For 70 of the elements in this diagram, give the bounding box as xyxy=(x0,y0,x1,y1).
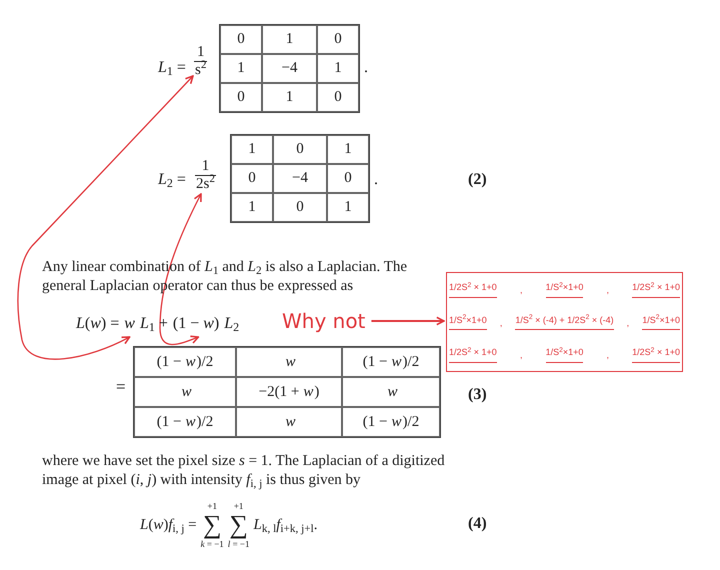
table-cell: (1 − w)/2 xyxy=(134,407,236,437)
period: . xyxy=(374,170,378,190)
equation-term: w xyxy=(124,312,135,336)
table-cell: 1 xyxy=(327,135,369,164)
table-cell: (1 − w)/2 xyxy=(134,347,236,377)
equation-text: L$_{2}$ xyxy=(224,314,240,336)
table-cell: 0 xyxy=(317,83,359,112)
table-cell: 1 xyxy=(220,54,262,83)
equation-number: (2) xyxy=(468,170,487,190)
table-cell: 1 xyxy=(231,135,273,164)
table-cell: 0 xyxy=(220,83,262,112)
handwritten-note: 1/S$^{2}$×1+0 xyxy=(449,314,487,330)
table-cell: (1 − w)/2 xyxy=(342,407,440,437)
summation-sign: ∑ xyxy=(202,512,222,538)
table-cell: 0 xyxy=(327,164,369,193)
table-cell: 0 xyxy=(317,25,359,54)
table-cell: w xyxy=(134,377,236,407)
handwritten-note: 1/S$^{2}$×1+0 xyxy=(642,314,680,330)
handwritten-note: 1/S$^{2}$ × (-4) + 1/2S$^{2}$ × (-4) xyxy=(515,314,614,330)
equation-text: L$_{k, l}$f$_{i+k, j+l}$. xyxy=(253,516,318,536)
handwritten-note: 1/2S$^{2}$ × 1+0 xyxy=(632,281,680,298)
equals-sign: = xyxy=(116,376,126,398)
table-cell: 1 xyxy=(262,83,317,112)
table-cell: 1 xyxy=(327,193,369,222)
annotation-box xyxy=(446,272,683,372)
fraction-numerator: 1 xyxy=(196,44,206,60)
equation-label: L$_{2}$ = xyxy=(158,170,186,192)
sum-limit: +1 xyxy=(207,500,217,512)
equation-label: L$_{1}$ = xyxy=(158,58,186,80)
sum-limit: l = −1 xyxy=(228,538,250,550)
table-cell: 1 xyxy=(262,25,317,54)
table-cell: −2(1 + w) xyxy=(236,377,342,407)
table-cell: −4 xyxy=(273,164,327,193)
table-cell: 0 xyxy=(220,25,262,54)
summation-sign: ∑ xyxy=(229,512,248,538)
comma: , xyxy=(606,284,610,298)
table-cell: 0 xyxy=(273,193,327,222)
double-arrow xyxy=(371,316,445,326)
table-cell: w xyxy=(236,347,342,377)
curved-arrow xyxy=(159,193,202,346)
equation-text: L(w)f$_{i, j}$ = xyxy=(140,516,197,536)
paragraph: where we have set the pixel size s = 1. The Laplacian of a digitized image at pixel (i, j) with intensity f$_{i, j}$ is thus given by xyxy=(42,452,446,490)
table-cell: 1 xyxy=(231,193,273,222)
equation-text: L(w) = xyxy=(76,314,120,334)
table-cell: 0 xyxy=(273,135,327,164)
sum-limit: k = −1 xyxy=(200,538,224,550)
handwritten-note: Why not xyxy=(282,306,366,336)
comma: , xyxy=(626,316,630,330)
handwritten-note: 1/2S$^{2}$ × 1+0 xyxy=(632,346,680,363)
equation-term: (1 − w) xyxy=(172,312,220,336)
table-cell: w xyxy=(236,407,342,437)
comma: , xyxy=(520,349,522,362)
period: . xyxy=(364,58,368,78)
table-cell: 0 xyxy=(231,164,273,193)
comma: , xyxy=(520,284,522,298)
fraction-numerator: 1 xyxy=(200,158,210,175)
table-cell: w xyxy=(342,377,440,407)
handwritten-note: 1/2S$^{2}$ × 1+0 xyxy=(449,281,497,298)
equation-number: (3) xyxy=(468,385,487,405)
equation-number: (4) xyxy=(468,514,487,534)
handwritten-note: 1/S$^{2}$×1+0 xyxy=(546,346,584,363)
comma: , xyxy=(606,349,610,362)
handwritten-note: 1/2S$^{2}$ × 1+0 xyxy=(449,346,497,363)
table-cell: −4 xyxy=(262,54,317,83)
table-cell: (1 − w)/2 xyxy=(342,347,440,377)
table-cell: 1 xyxy=(317,54,359,83)
handwritten-note: 1/S$^{2}$×1+0 xyxy=(546,281,584,298)
sum-limit: +1 xyxy=(234,500,244,512)
comma: , xyxy=(500,316,502,330)
curved-arrow xyxy=(17,75,194,360)
